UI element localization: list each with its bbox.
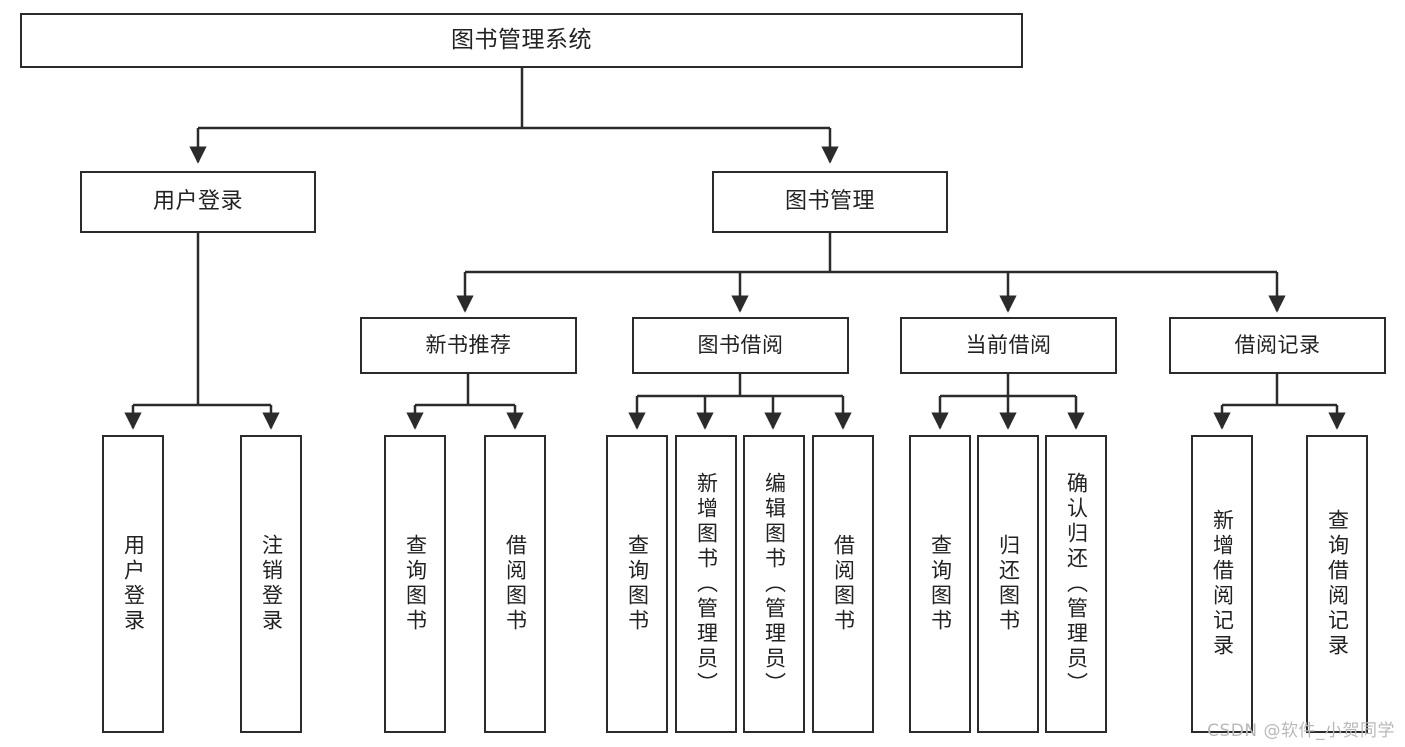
leaf-user-login-logout[interactable]: 注销登录: [240, 435, 302, 733]
leaf-book-borrow-borrow-book[interactable]: 借阅图书: [812, 435, 874, 733]
leaf-book-borrow-edit-book-admin[interactable]: 编辑图书（管理员）: [743, 435, 805, 733]
node-label: 图书管理: [784, 189, 875, 215]
node-label: 新增图书（管理员）: [694, 471, 719, 697]
node-label: 编辑图书（管理员）: [762, 471, 787, 697]
leaf-user-login-login[interactable]: 用户登录: [102, 435, 164, 733]
node-label: 注销登录: [259, 534, 284, 634]
node-label: 新书推荐: [425, 333, 512, 358]
node-user-login[interactable]: 用户登录: [80, 171, 316, 233]
node-label: 借阅图书: [831, 534, 856, 634]
node-label: 当前借阅: [965, 333, 1052, 358]
leaf-current-borrow-return-book[interactable]: 归还图书: [977, 435, 1039, 733]
node-borrow-record[interactable]: 借阅记录: [1169, 317, 1386, 374]
leaf-current-borrow-query-book[interactable]: 查询图书: [909, 435, 971, 733]
node-label: 借阅图书: [503, 534, 528, 634]
node-label: 查询图书: [625, 534, 650, 634]
watermark-text: CSDN @软件_小贺同学: [1207, 721, 1395, 741]
leaf-borrow-record-query-record[interactable]: 查询借阅记录: [1306, 435, 1368, 733]
node-label: 查询借阅记录: [1325, 509, 1350, 659]
node-label: 确认归还（管理员）: [1064, 471, 1089, 697]
node-label: 查询图书: [928, 534, 953, 634]
leaf-new-book-query-book[interactable]: 查询图书: [384, 435, 446, 733]
node-new-book-recommend[interactable]: 新书推荐: [360, 317, 577, 374]
node-label: 图书借阅: [697, 333, 784, 358]
node-book-management[interactable]: 图书管理: [712, 171, 948, 233]
node-label: 用户登录: [121, 534, 146, 634]
leaf-book-borrow-add-book-admin[interactable]: 新增图书（管理员）: [675, 435, 737, 733]
node-label: 图书管理系统: [451, 26, 592, 53]
node-label: 借阅记录: [1234, 333, 1321, 358]
node-label: 新增借阅记录: [1210, 509, 1235, 659]
node-root-book-management-system[interactable]: 图书管理系统: [20, 13, 1023, 68]
leaf-borrow-record-add-record[interactable]: 新增借阅记录: [1191, 435, 1253, 733]
leaf-new-book-borrow-book[interactable]: 借阅图书: [484, 435, 546, 733]
node-book-borrow[interactable]: 图书借阅: [632, 317, 849, 374]
node-label: 用户登录: [152, 189, 243, 215]
node-current-borrow[interactable]: 当前借阅: [900, 317, 1117, 374]
leaf-current-borrow-confirm-return-admin[interactable]: 确认归还（管理员）: [1045, 435, 1107, 733]
leaf-book-borrow-query-book[interactable]: 查询图书: [606, 435, 668, 733]
node-label: 查询图书: [403, 534, 428, 634]
node-label: 归还图书: [996, 534, 1021, 634]
